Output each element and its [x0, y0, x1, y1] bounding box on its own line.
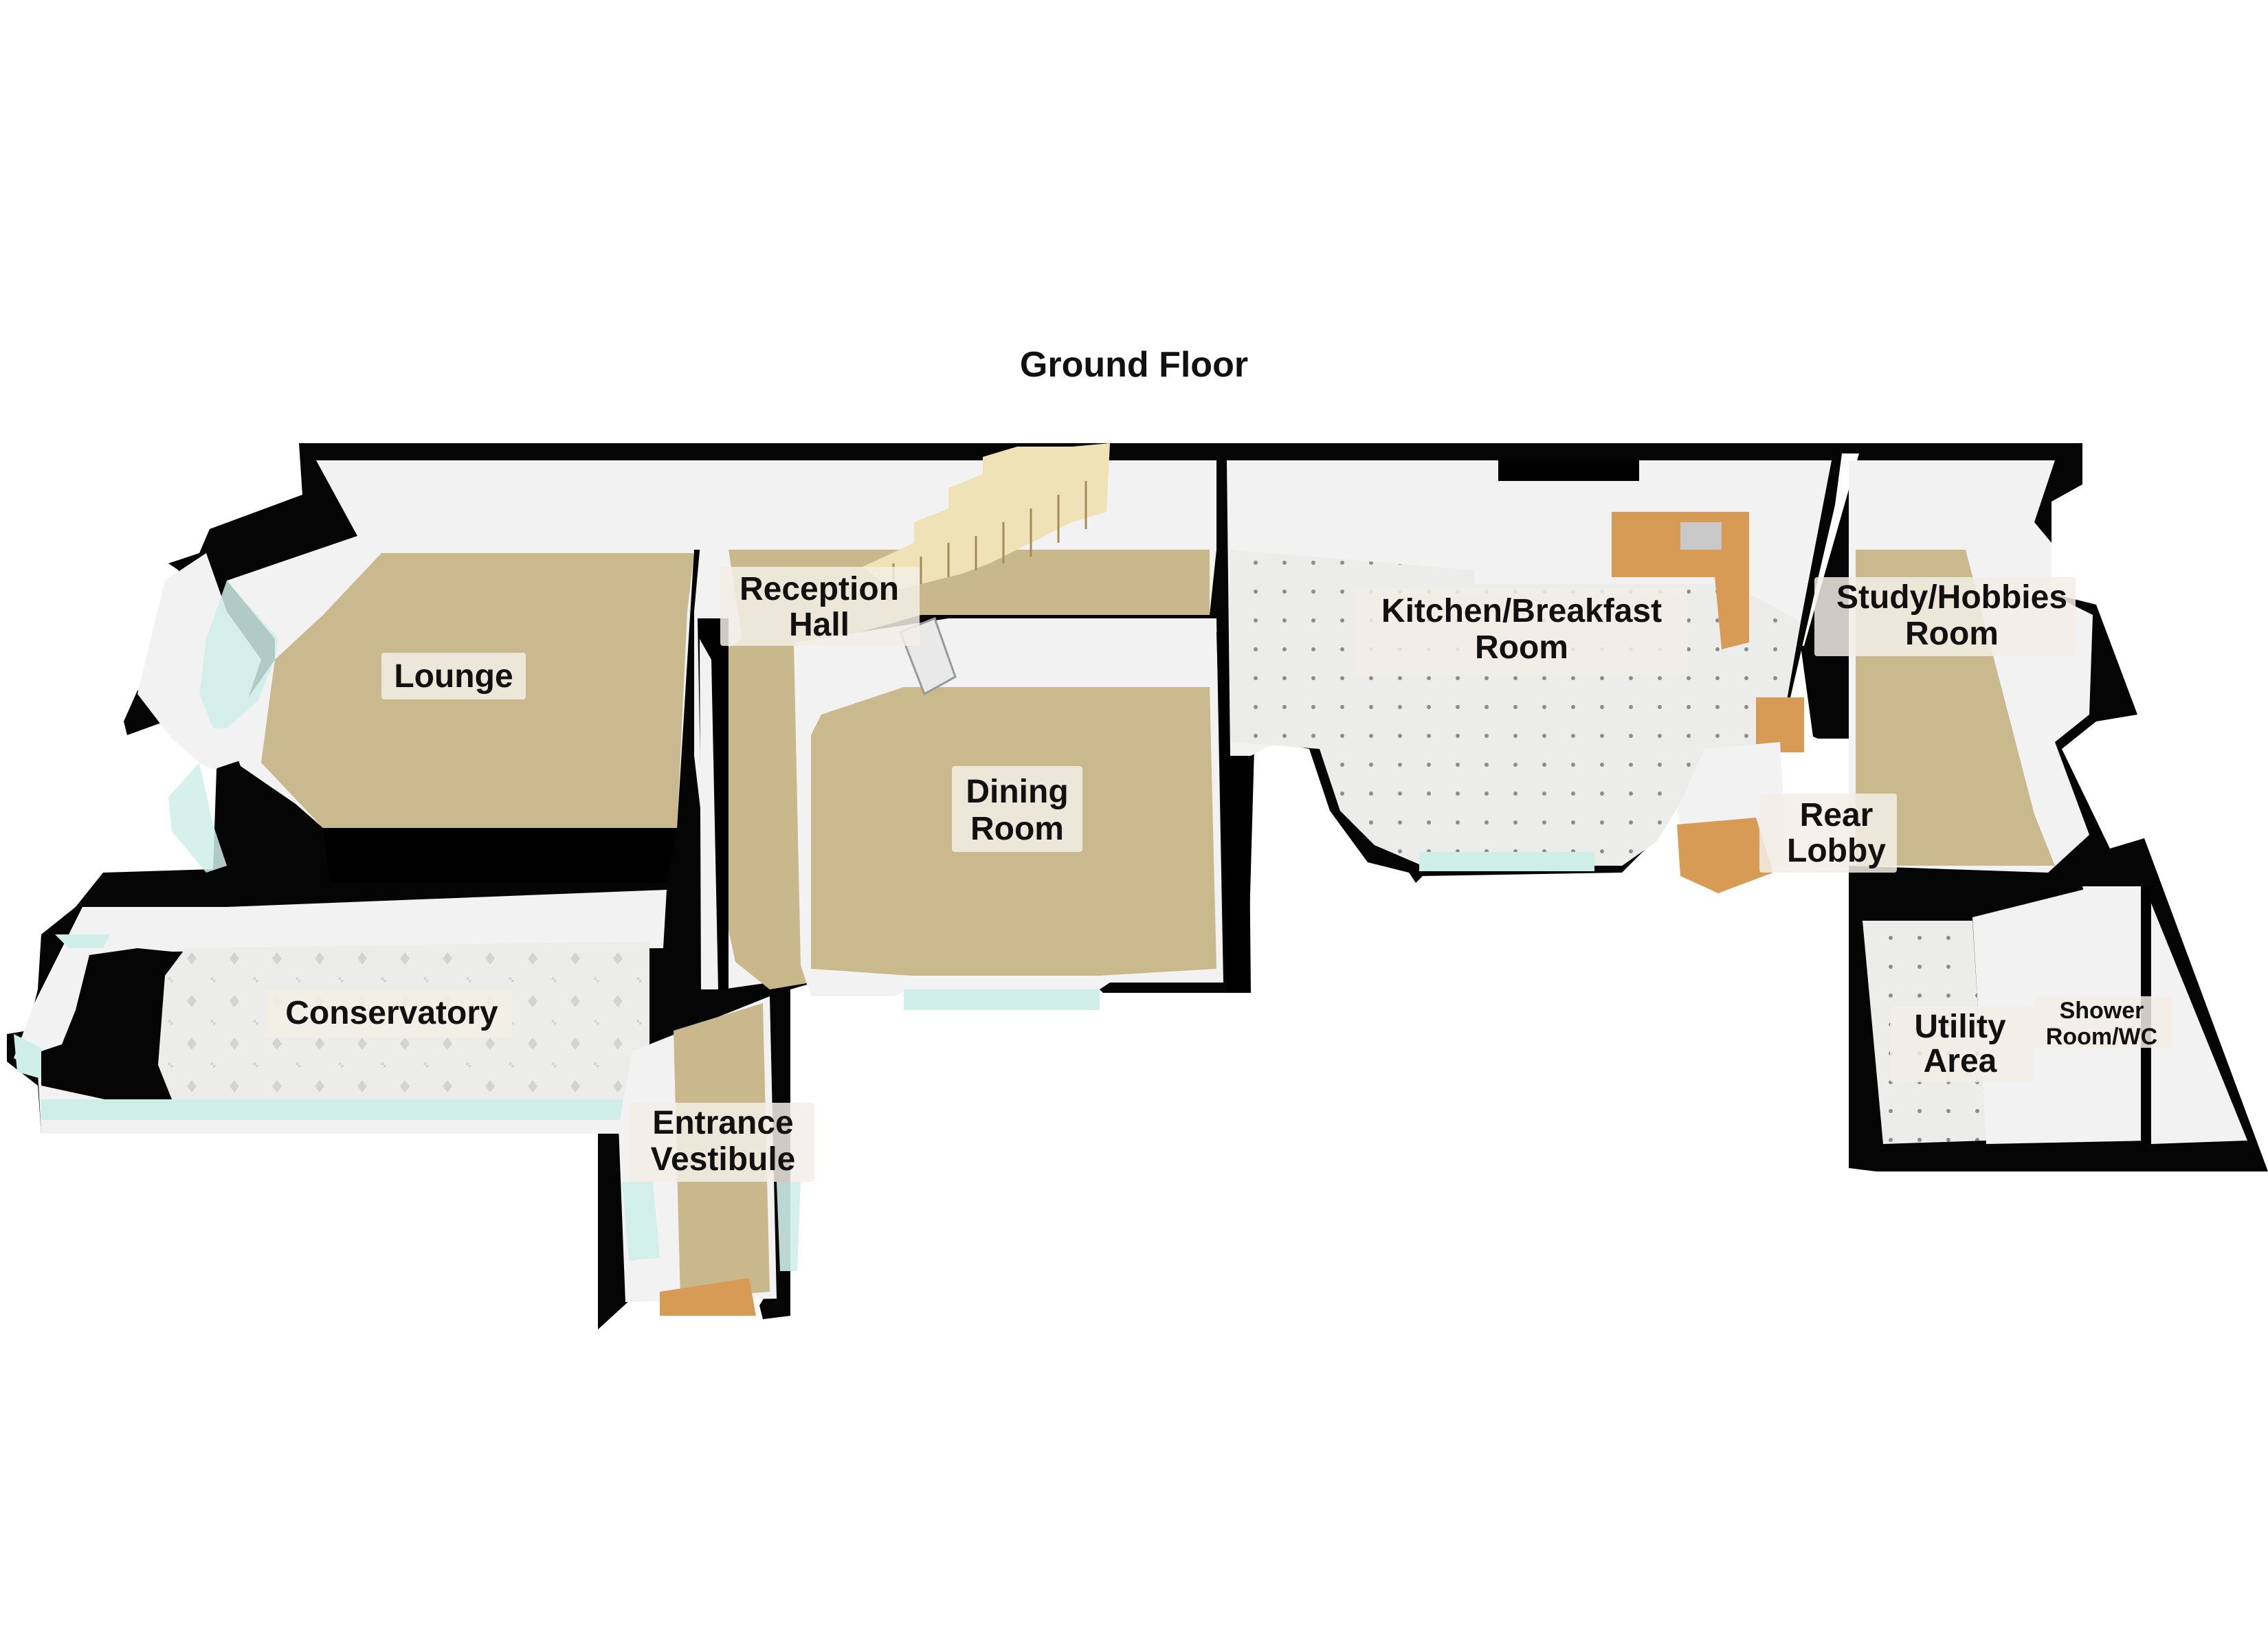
floor-title: Ground Floor	[1020, 345, 1248, 385]
study-label-line2: Room	[1905, 616, 1999, 652]
entrance-vestibule-label-line1: Entrance	[652, 1105, 793, 1141]
reception-hall-label-line2: Hall	[789, 607, 849, 643]
shower-room-label-line1: Shower	[2060, 998, 2144, 1024]
lounge-label: Lounge	[394, 658, 513, 695]
reception-hall-label-line1: Reception	[740, 571, 899, 607]
room-labels: Lounge Reception Hall Dining Room Kitche…	[285, 571, 2157, 1178]
kitchen-label-line1: Kitchen/Breakfast	[1381, 593, 1662, 629]
entrance-vestibule-label-line2: Vestibule	[651, 1141, 796, 1178]
rear-lobby-label-line1: Rear	[1800, 797, 1874, 833]
kitchen-label-line2: Room	[1475, 629, 1568, 666]
utility-area-label-line1: Utility	[1914, 1009, 2006, 1045]
shower-room-label-line2: Room/WC	[2046, 1024, 2157, 1050]
study-label-line1: Study/Hobbies	[1836, 579, 2067, 616]
dining-room-label-line2: Room	[970, 811, 1064, 847]
rear-lobby-label-line2: Lobby	[1787, 833, 1886, 869]
utility-area-label-line2: Area	[1924, 1043, 1997, 1079]
label-backgrounds	[265, 567, 2172, 1182]
conservatory-label: Conservatory	[285, 995, 498, 1031]
dining-room	[794, 617, 1251, 1010]
dining-room-label-line1: Dining	[966, 774, 1068, 810]
